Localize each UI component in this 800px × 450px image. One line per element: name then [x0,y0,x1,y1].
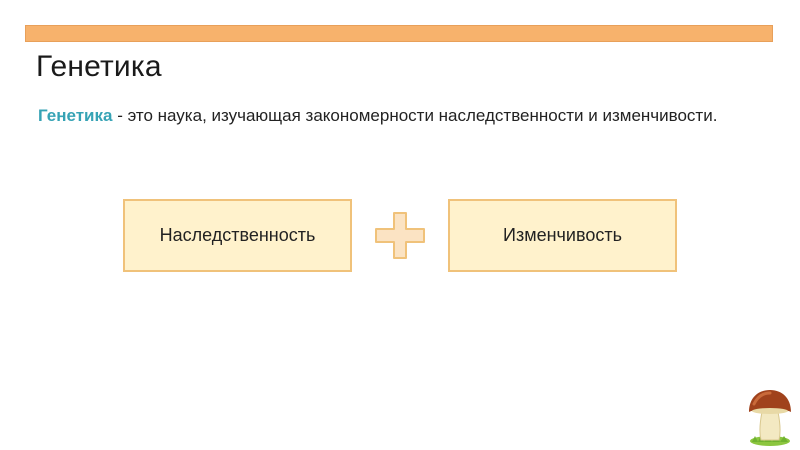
variability-box: Изменчивость [448,199,677,272]
header-bar [25,25,773,42]
mushroom-icon [749,390,791,446]
variability-label: Изменчивость [503,225,622,245]
heredity-label: Наследственность [159,225,316,245]
definition-text: - это наука, изучающая закономерности на… [112,106,718,125]
plus-icon [375,212,425,259]
page-title: Генетика [36,50,162,83]
definition-paragraph: Генетика - это наука, изучающая закономе… [38,103,718,128]
heredity-box: Наследственность [123,199,352,272]
definition-term: Генетика [38,106,113,125]
